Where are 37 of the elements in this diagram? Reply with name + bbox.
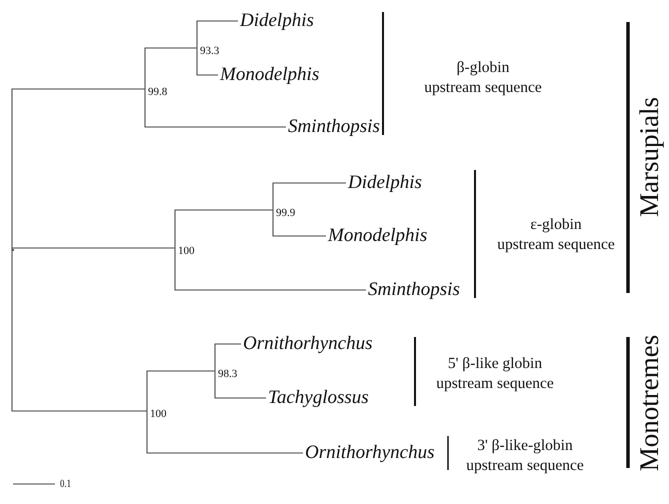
tree-branch xyxy=(11,250,147,412)
tree-branch xyxy=(214,343,241,371)
taxon-name: Tachyglossus xyxy=(266,387,369,409)
group-label: ε-globin upstream sequence xyxy=(496,215,616,255)
bootstrap-value: 100 xyxy=(147,408,166,421)
bootstrap-value: 100 xyxy=(175,245,194,258)
tree-branch xyxy=(272,210,326,237)
scale-value: 0.1 xyxy=(60,478,71,490)
clade-label: Marsupials xyxy=(634,97,664,217)
taxon-name: Sminthopsis xyxy=(366,279,460,301)
taxon-name: Ornithorhynchus xyxy=(303,442,434,464)
tree-branch xyxy=(196,20,238,48)
bootstrap-value: 99.8 xyxy=(145,86,168,99)
bootstrap-value: 99.9 xyxy=(273,207,296,220)
tree-branch xyxy=(144,89,286,128)
bootstrap-value: 98.3 xyxy=(215,368,238,381)
tree-branch xyxy=(144,47,197,89)
clade-label: Monotremes xyxy=(634,334,664,472)
bootstrap-value: 93.3 xyxy=(197,45,220,58)
tree-branch xyxy=(196,48,218,76)
group-label: 5' β-like globin upstream sequence xyxy=(435,354,555,394)
group-label: 3' β-like-globin upstream sequence xyxy=(465,436,585,476)
taxon-name: Sminthopsis xyxy=(286,116,380,138)
tree-branch xyxy=(11,88,145,250)
group-label: β-globin upstream sequence xyxy=(423,58,543,98)
taxon-name: Monodelphis xyxy=(326,225,428,247)
tree-branch xyxy=(214,371,266,399)
tree-branch xyxy=(11,247,175,250)
tree-branch xyxy=(272,182,346,210)
tree-branch xyxy=(146,411,303,454)
tree-branch xyxy=(146,370,215,411)
taxon-name: Ornithorhynchus xyxy=(241,333,372,355)
tree-branch xyxy=(174,248,366,291)
taxon-name: Didelphis xyxy=(238,10,314,32)
taxon-name: Didelphis xyxy=(346,172,422,194)
tree-branch xyxy=(174,209,273,248)
taxon-name: Monodelphis xyxy=(218,64,320,86)
